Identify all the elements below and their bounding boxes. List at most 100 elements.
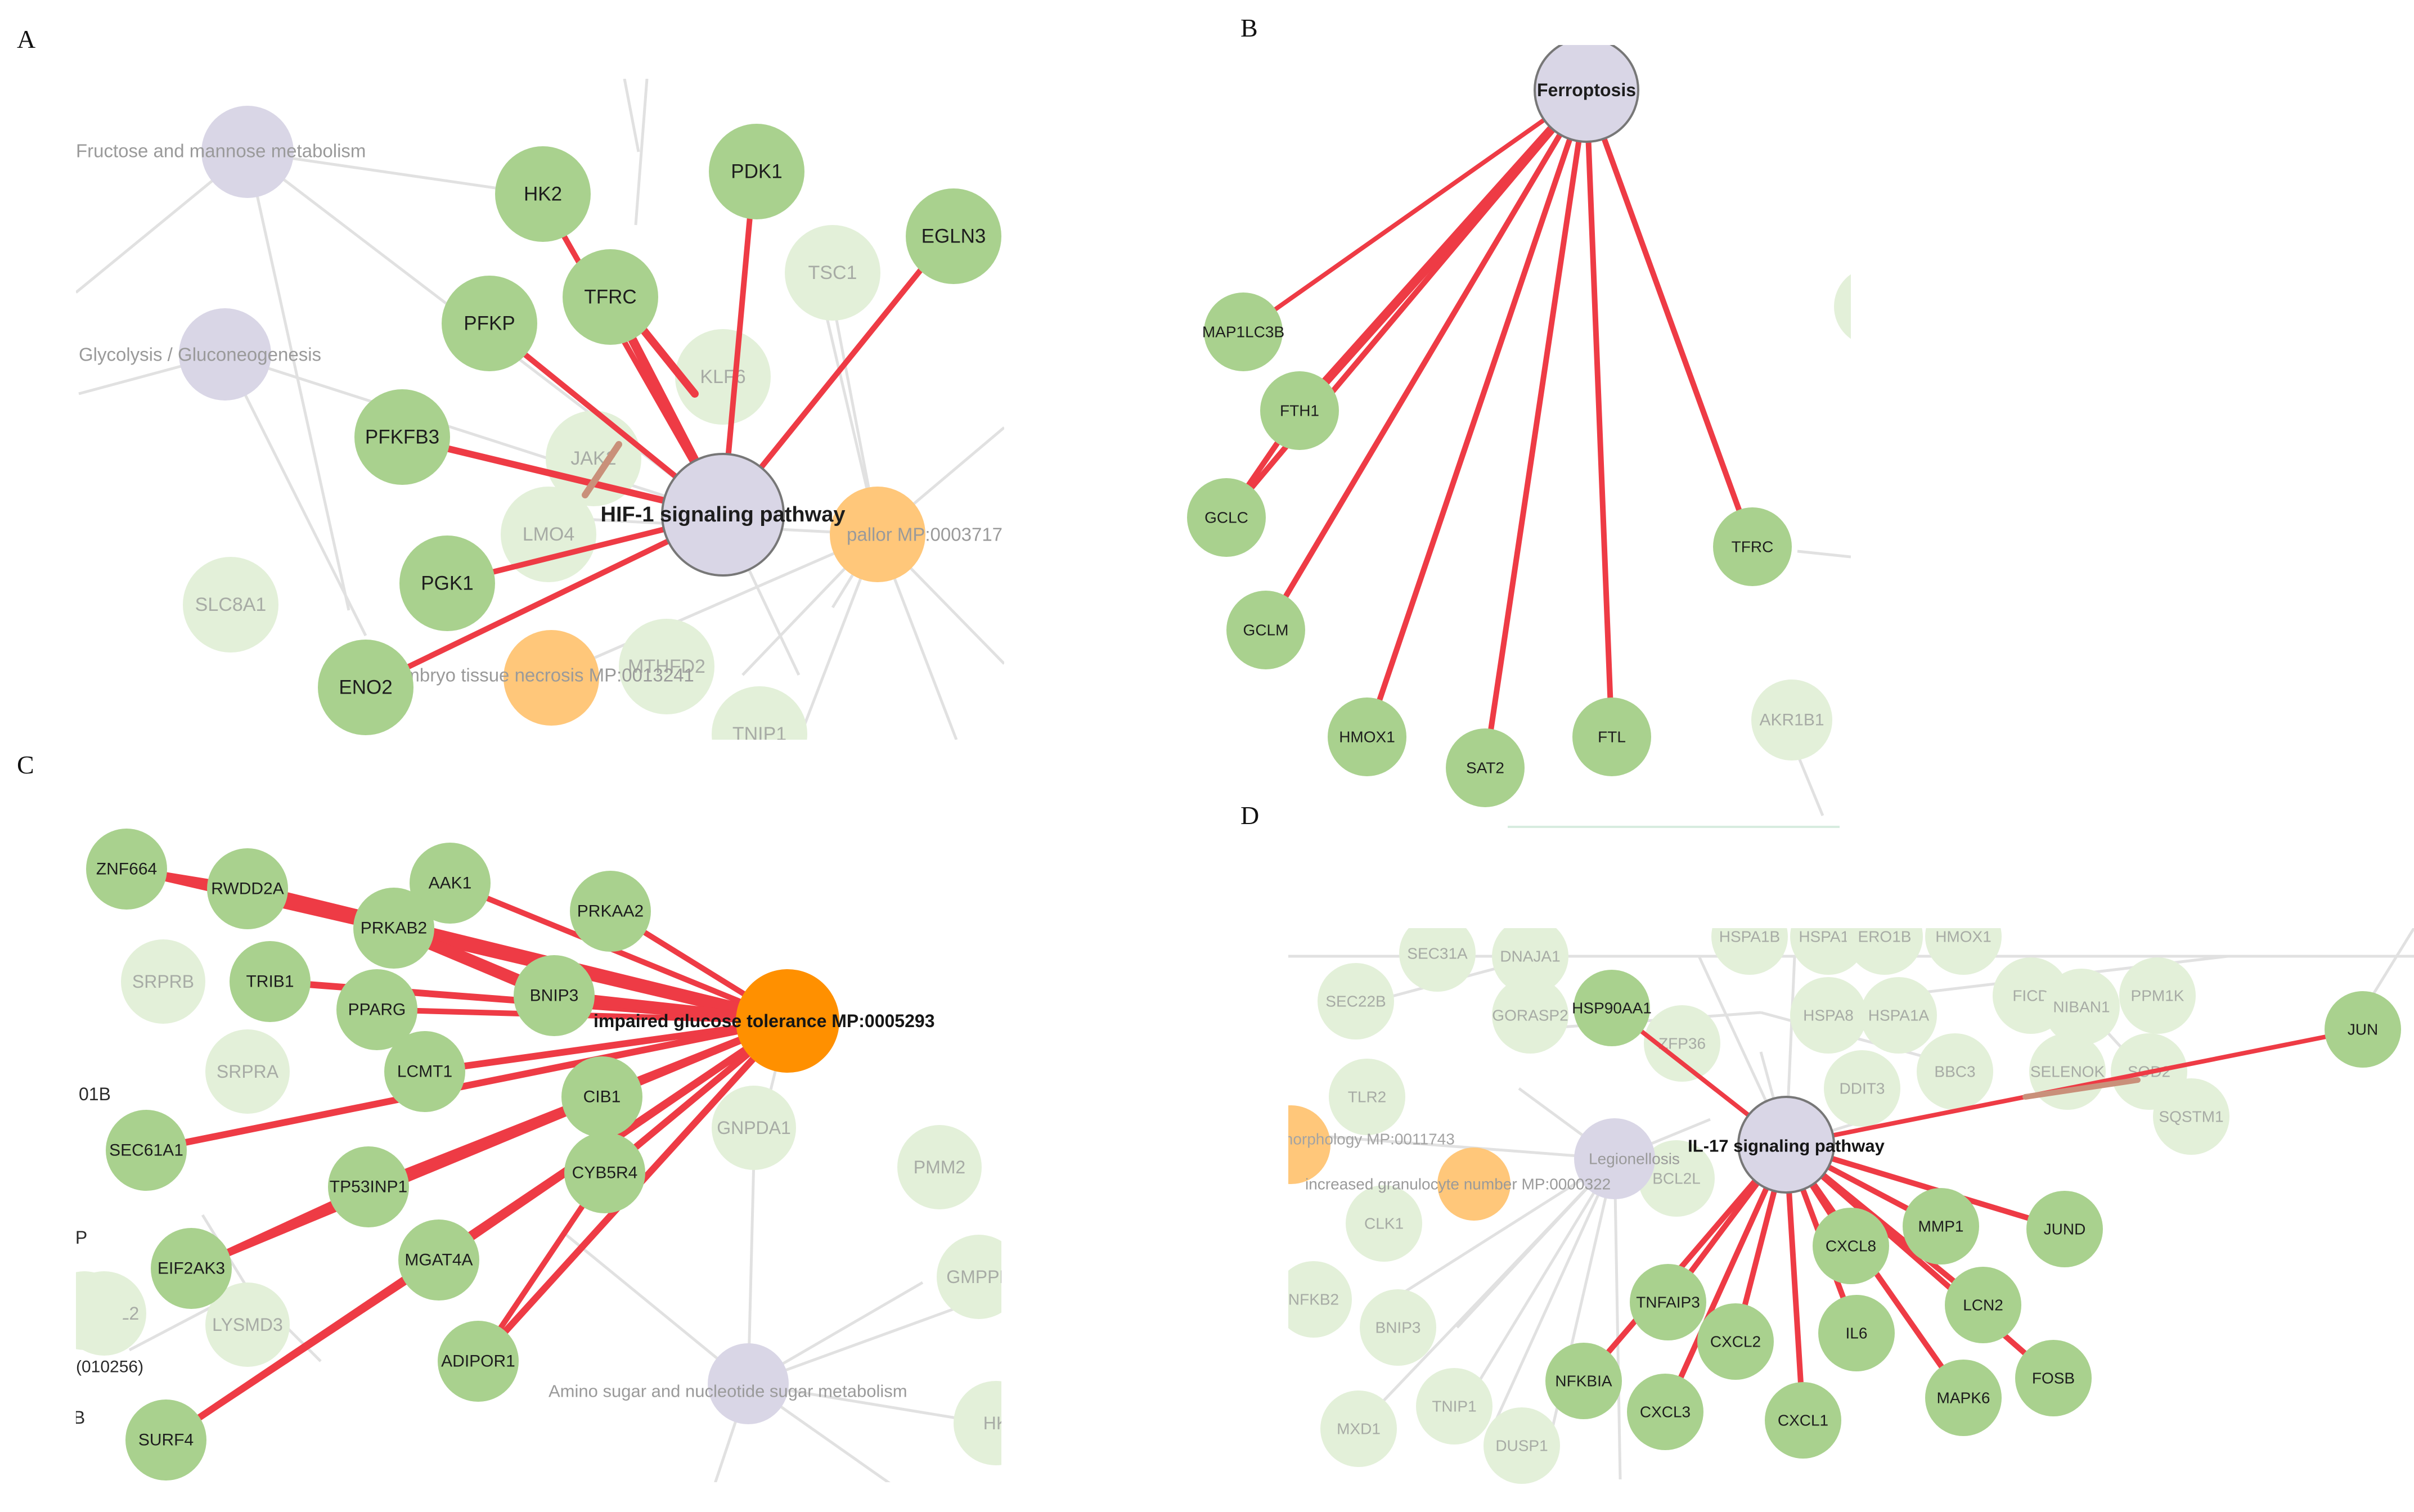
trib1-node[interactable] [230, 941, 311, 1022]
srpra-node[interactable] [205, 1029, 290, 1114]
edge [224, 353, 723, 516]
pparg-node[interactable] [336, 969, 417, 1050]
lysmd3-node[interactable] [205, 1282, 290, 1367]
phenotype-morphology-node[interactable] [1252, 1105, 1330, 1184]
ctx-mxd1-node[interactable] [1320, 1390, 1397, 1467]
cxcl3-node[interactable] [1627, 1374, 1703, 1450]
fosb-node[interactable] [2015, 1340, 2092, 1416]
ctx-ero1b-node[interactable] [1846, 898, 1923, 975]
srprb-node[interactable] [121, 939, 205, 1024]
eno2-node[interactable] [318, 640, 413, 735]
hk2-node[interactable] [495, 146, 591, 242]
mthfd2-node[interactable] [619, 619, 714, 714]
ctx-clk1-node[interactable] [1346, 1185, 1422, 1262]
pmm2-node[interactable] [897, 1125, 982, 1209]
cib1-node[interactable] [561, 1056, 642, 1137]
pathway-legionellosis-node[interactable] [1574, 1118, 1655, 1199]
tfrc-node[interactable] [1713, 507, 1792, 586]
hub-impaired-glucose-tolerance-node[interactable] [736, 969, 839, 1073]
nfkbia-node[interactable] [1545, 1343, 1622, 1419]
slc8a1-node[interactable] [183, 557, 278, 652]
pathway-node-a-1-node[interactable] [201, 106, 294, 198]
cxcl8-node[interactable] [1813, 1208, 1889, 1284]
cxcl2-node[interactable] [1697, 1303, 1774, 1380]
ctx-dusp1-node[interactable] [1484, 1407, 1560, 1484]
hub-hif-1-node[interactable] [661, 453, 785, 577]
gmppb-node[interactable] [937, 1235, 1021, 1319]
mmp1-node[interactable] [1903, 1188, 1979, 1264]
jund-node[interactable] [2026, 1191, 2103, 1267]
tfrc-node[interactable] [563, 249, 658, 345]
pathway-node-a-2-node[interactable] [179, 308, 271, 400]
il6-node[interactable] [1818, 1295, 1895, 1371]
pfkfb3-node[interactable] [354, 389, 450, 485]
ctx-hspa8-node[interactable] [1790, 977, 1867, 1054]
tnfaip3-node[interactable] [1630, 1264, 1706, 1340]
eif2ak3-node[interactable] [151, 1228, 232, 1309]
adipor1-node[interactable] [438, 1321, 519, 1402]
pdk1-node[interactable] [709, 124, 804, 219]
ctx-tlr2-node[interactable] [1329, 1059, 1405, 1135]
ctx-gorasp2-node[interactable] [1492, 977, 1568, 1054]
ftl-node[interactable] [1572, 698, 1651, 776]
klf6-node[interactable] [675, 329, 771, 425]
surf4-node[interactable] [125, 1400, 206, 1480]
jun-node[interactable] [2325, 991, 2401, 1068]
mapk6-node[interactable] [1925, 1360, 2002, 1436]
hsp90aa1-node[interactable] [1574, 970, 1650, 1046]
znf664-node[interactable] [86, 829, 167, 910]
hmox1-node[interactable] [1328, 698, 1406, 776]
pfkp-node[interactable] [442, 276, 537, 371]
lysmd3-label: LYSMD3 [212, 1315, 283, 1335]
ctx-hspa1a-node[interactable] [1860, 977, 1937, 1054]
tp53inp1-node[interactable] [328, 1146, 409, 1227]
ctx-nfkb2-node[interactable] [1275, 1261, 1352, 1338]
mgat4a-node[interactable] [398, 1220, 479, 1300]
ctx-sec22b-node[interactable] [1318, 963, 1394, 1040]
rwdd2a-node[interactable] [207, 848, 288, 929]
hub-ferroptosis-node[interactable] [1534, 38, 1639, 143]
context-node-b-edge-node[interactable] [1834, 267, 1913, 346]
tsc1-node[interactable] [785, 225, 880, 321]
hub-il-17-node[interactable] [1737, 1096, 1835, 1194]
cxcl1-node[interactable] [1765, 1382, 1841, 1459]
ctx-hspa1b-node[interactable] [1711, 898, 1788, 975]
pgk1-node[interactable] [399, 536, 495, 631]
jak2-node[interactable] [546, 411, 641, 506]
ctx-ppm1k-node[interactable] [2119, 957, 2196, 1034]
phenotype-embryo-necrosis-node[interactable] [504, 630, 599, 726]
gnpda1-node[interactable] [712, 1086, 796, 1170]
prkaa2-node[interactable] [570, 871, 651, 952]
phenotype-granulocyte-node[interactable] [1437, 1148, 1511, 1221]
pathway-amino-sugar-node[interactable] [708, 1343, 789, 1424]
ctx-dnaja1-node[interactable] [1492, 918, 1568, 994]
ctx-sqstm1-node[interactable] [2153, 1078, 2229, 1155]
tnip1-node[interactable] [712, 686, 807, 782]
ctx-bnip3-node[interactable] [1360, 1289, 1436, 1366]
ctx-bbc3-node[interactable] [1917, 1033, 1993, 1110]
cyb5r4-node[interactable] [564, 1132, 645, 1213]
bnip3-node[interactable] [514, 955, 595, 1036]
akr1b1-node[interactable] [1751, 680, 1832, 760]
prkab2-node[interactable] [353, 888, 434, 969]
gclc-node[interactable] [1187, 478, 1266, 557]
hk-node[interactable] [954, 1381, 1038, 1465]
ctx-tnip1-node[interactable] [1416, 1368, 1493, 1444]
sec61a1-node[interactable] [106, 1110, 187, 1191]
lmo4-node[interactable] [501, 487, 596, 582]
gclm-node[interactable] [1226, 591, 1305, 669]
ctx-zfp36-node[interactable] [1644, 1005, 1720, 1082]
ctx-sec31a-node[interactable] [1399, 915, 1476, 992]
fth1-node[interactable] [1260, 371, 1339, 450]
egln3-node[interactable] [906, 188, 1001, 284]
phenotype-pallor-node[interactable] [830, 487, 925, 582]
ctx-bcl2l-node[interactable] [1638, 1140, 1715, 1217]
map1lc3b-node[interactable] [1204, 292, 1283, 371]
ctx-hmox1-node[interactable] [1925, 898, 2002, 975]
ctx-ddit3-node[interactable] [1824, 1050, 1900, 1127]
aak1-node[interactable] [410, 843, 491, 924]
ctx-niban1-node[interactable] [2043, 969, 2120, 1045]
lcmt1-node[interactable] [384, 1031, 465, 1112]
sat2-node[interactable] [1446, 728, 1525, 807]
lcn2-node[interactable] [1945, 1267, 2021, 1343]
